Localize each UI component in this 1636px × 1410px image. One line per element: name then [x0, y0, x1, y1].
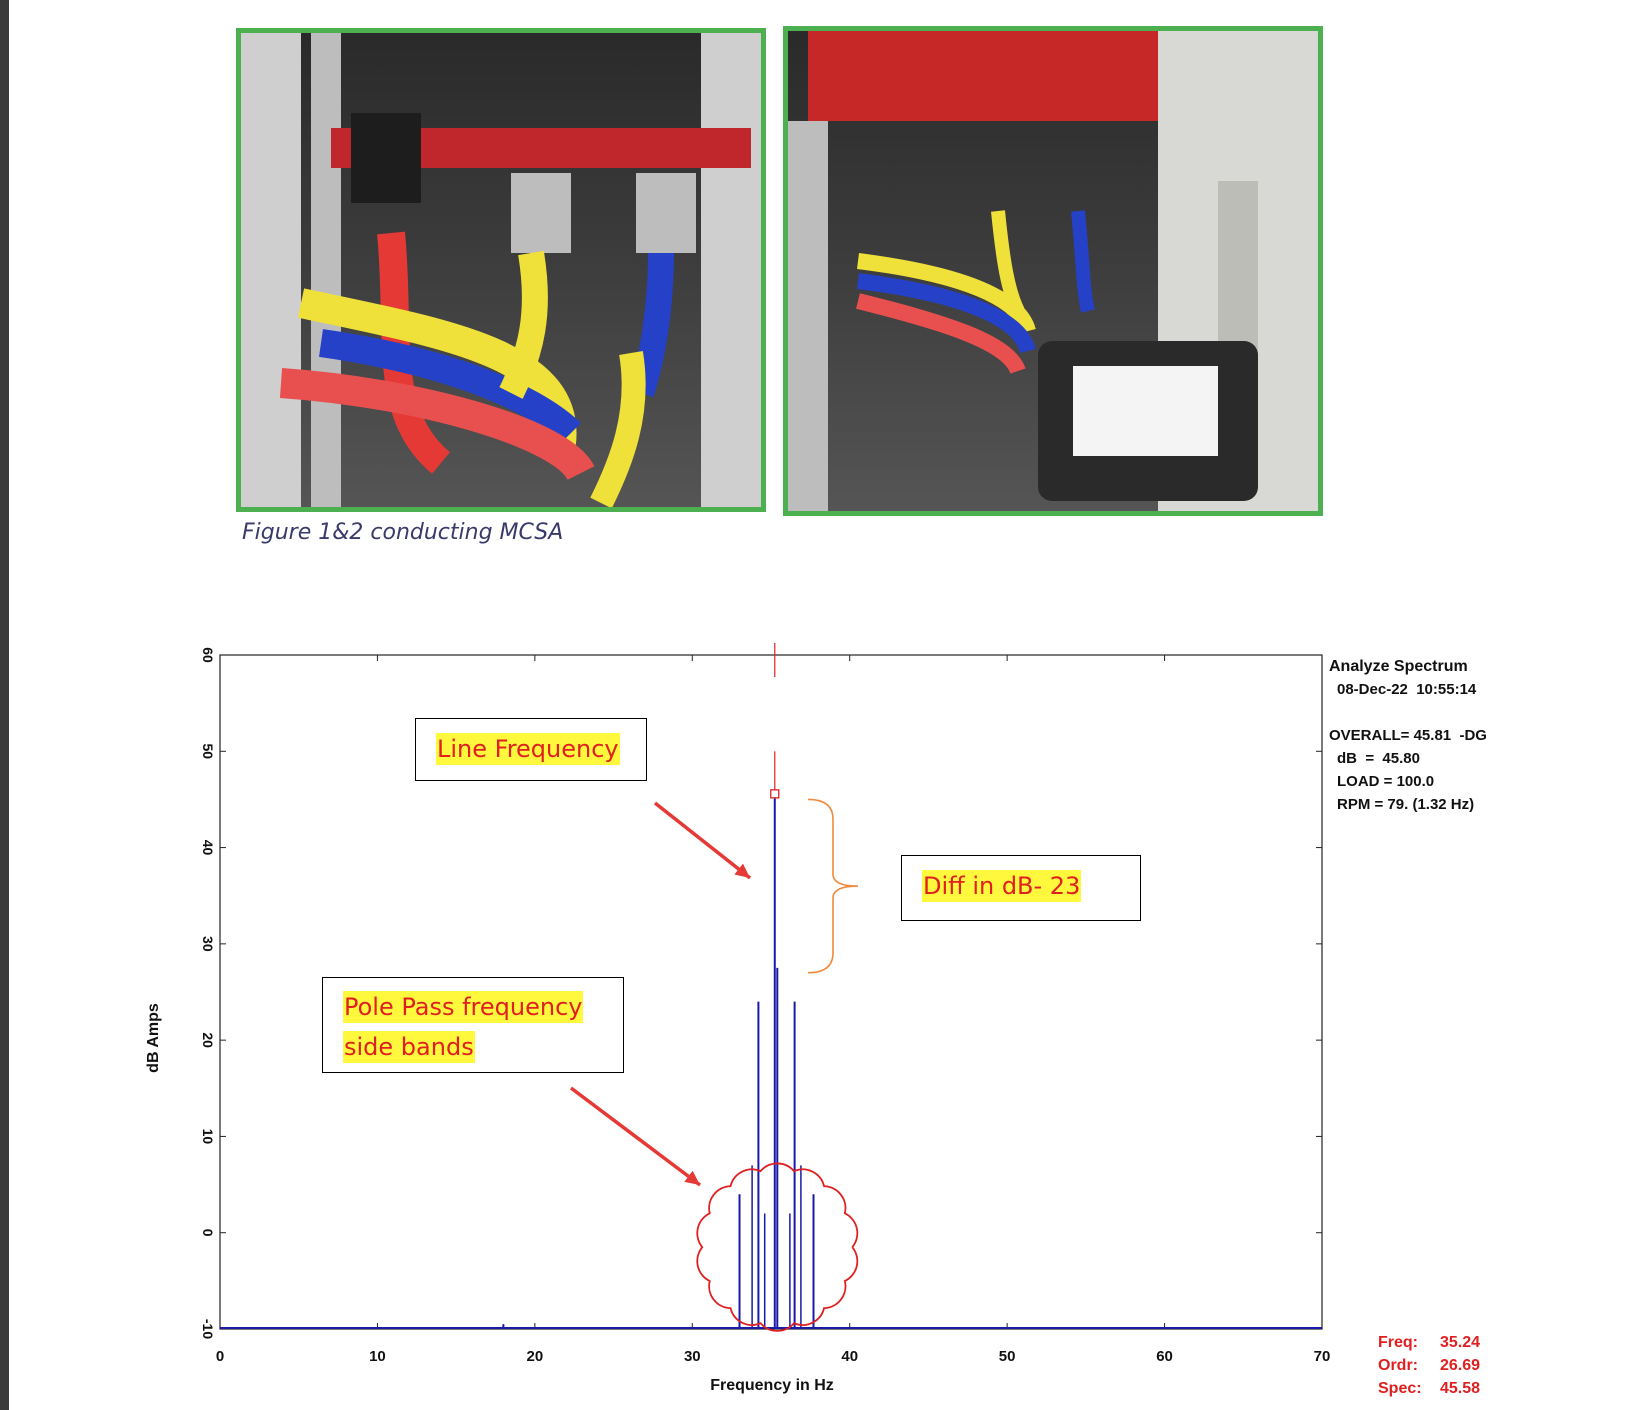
- y-tick-label: 0: [200, 1229, 216, 1237]
- info-datetime: 08-Dec-22 10:55:14: [1337, 681, 1477, 698]
- sideband-cloud: [696, 1162, 859, 1332]
- line-frequency-arrow: [653, 801, 752, 880]
- line-frequency-arrow-head: [734, 863, 750, 878]
- cursor-marker: [770, 789, 780, 799]
- y-tick-label: 60: [200, 647, 216, 663]
- diff-bracket: [807, 798, 859, 974]
- readout-spec-value: 45.58: [1440, 1380, 1481, 1397]
- photo-analyzer-setup: [783, 26, 1323, 516]
- cloud-outline: [696, 1162, 859, 1332]
- info-rpm: RPM = 79. (1.32 Hz): [1337, 796, 1475, 813]
- readout-spec-label: Spec:: [1378, 1380, 1422, 1397]
- pole-pass-label-line2: side bands: [343, 1031, 475, 1063]
- x-tick-label: 70: [1314, 1348, 1331, 1365]
- x-tick-label: 60: [1156, 1348, 1173, 1365]
- readout-ordr-value: 26.69: [1440, 1357, 1481, 1374]
- y-tick-label: 20: [200, 1032, 216, 1048]
- curly-brace: [807, 798, 859, 974]
- x-axis-label: Frequency in Hz: [710, 1377, 834, 1394]
- y-tick-label: -10: [200, 1319, 216, 1339]
- photo-switchgear-clamp: [236, 28, 766, 512]
- figure-caption: Figure 1&2 conducting MCSA: [242, 520, 564, 545]
- y-tick-label: 50: [200, 743, 216, 759]
- x-tick-label: 0: [216, 1348, 224, 1365]
- x-tick-label: 30: [684, 1348, 701, 1365]
- cursor-line: [770, 643, 780, 799]
- annotation-arrows: [569, 801, 752, 1187]
- x-tick-label: 50: [999, 1348, 1016, 1365]
- pole-pass-label-line1: Pole Pass frequency: [343, 991, 584, 1023]
- readout-ordr-label: Ordr:: [1378, 1357, 1418, 1374]
- y-tick-label: 10: [200, 1129, 216, 1145]
- info-db: dB = 45.80: [1337, 750, 1420, 767]
- x-tick-label: 10: [369, 1348, 386, 1365]
- y-tick-label: 30: [200, 936, 216, 952]
- readout-freq-label: Freq:: [1378, 1334, 1418, 1351]
- y-tick-label: 40: [200, 840, 216, 856]
- y-axis-ticks: -10 0 10 20 30 40 50 60: [200, 647, 1322, 1339]
- info-overall: OVERALL= 45.81 -DG: [1329, 727, 1487, 744]
- x-tick-label: 40: [841, 1348, 858, 1365]
- info-title: Analyze Spectrum: [1329, 658, 1468, 675]
- sideband-arrow-head: [684, 1170, 700, 1185]
- window-edge: [0, 0, 9, 1410]
- sideband-arrow: [569, 1086, 702, 1187]
- line-frequency-label: Line Frequency: [436, 733, 620, 765]
- readout-freq-value: 35.24: [1440, 1334, 1481, 1351]
- x-tick-label: 20: [527, 1348, 544, 1365]
- info-load: LOAD = 100.0: [1337, 773, 1435, 790]
- y-axis-label: dB Amps: [145, 1003, 162, 1073]
- spectrum-peaks: [502, 793, 815, 1328]
- diff-db-label: Diff in dB- 23: [922, 870, 1082, 902]
